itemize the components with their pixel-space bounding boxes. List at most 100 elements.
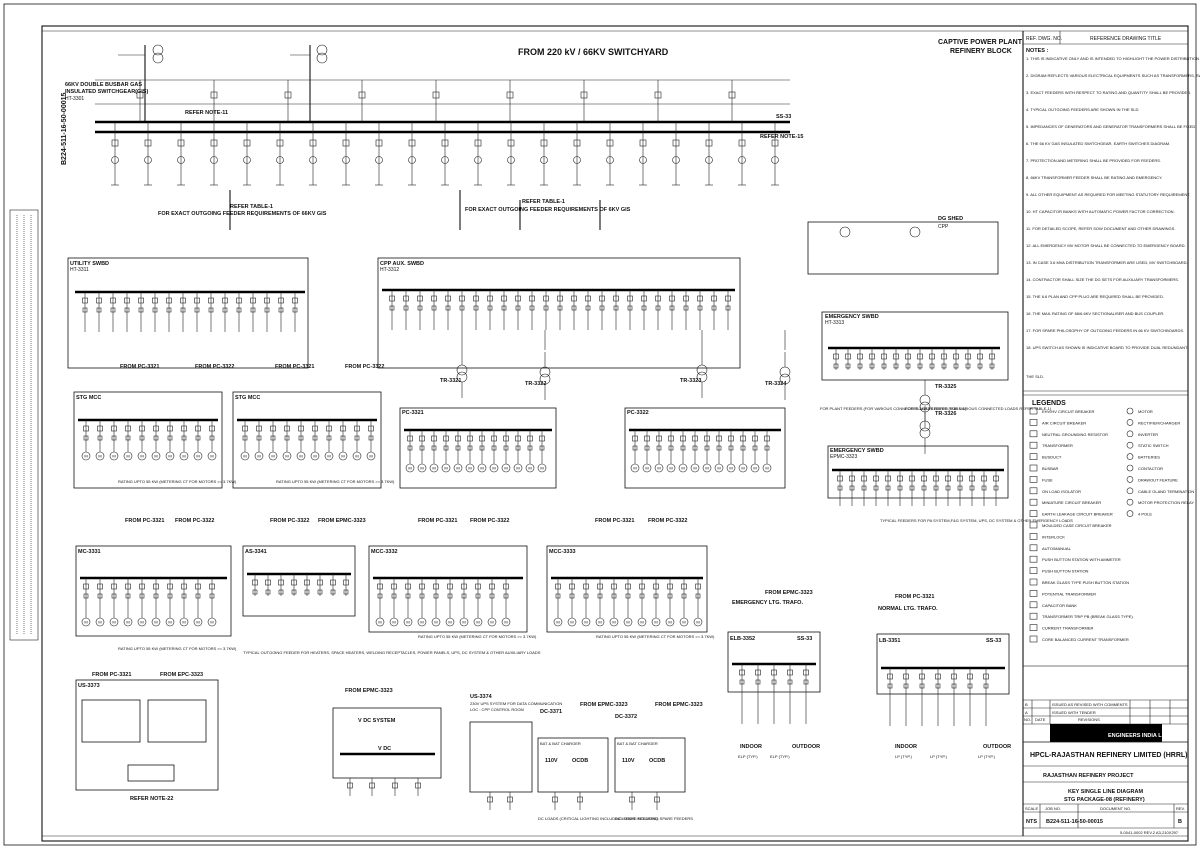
motor-icon <box>630 463 640 473</box>
contactor-symbol <box>503 593 509 599</box>
breaker-symbol <box>501 295 507 302</box>
breaker-symbol <box>403 295 409 302</box>
gis-ct-symbol <box>342 156 350 164</box>
contactor-symbol <box>897 485 903 491</box>
legend-item: ON LOAD ISOLATOR <box>1042 489 1081 494</box>
legend-symbol <box>1029 464 1038 472</box>
refer-table-1b-sub: FOR EXACT OUTGOING FEEDER REQUIREMENTS O… <box>465 207 631 213</box>
motor-icon <box>702 463 712 473</box>
contactor-symbol <box>632 445 638 451</box>
contactor-symbol <box>250 307 256 313</box>
contactor-symbol <box>139 435 145 441</box>
breaker-symbol <box>680 435 686 442</box>
drawing-title-1: KEY SINGLE LINE DIAGRAM <box>1068 789 1143 795</box>
motor-icon <box>338 451 348 461</box>
breaker-symbol <box>298 425 304 432</box>
gis-ct-symbol <box>375 156 383 164</box>
motor-icon <box>637 617 647 627</box>
gis-breaker-symbol <box>243 139 251 147</box>
breaker-symbol <box>711 295 717 302</box>
contactor-symbol <box>389 305 395 311</box>
typical-feeders-note: TYPICAL FEEDERS FOR PA SYSTEM,F&G SYSTEM… <box>880 518 1073 523</box>
block-title-1: CAPTIVE POWER PLANT <box>938 39 1023 46</box>
gis-label-1: 66KV DOUBLE BUSBAR GAS <box>65 82 142 88</box>
motor-icon <box>254 451 264 461</box>
gis-label-2: INSULATED SWITCHGEAR(GIS) <box>65 89 148 95</box>
contactor-symbol <box>885 485 891 491</box>
breaker-symbol <box>167 425 173 432</box>
breaker-symbol <box>857 353 863 360</box>
contactor-symbol <box>417 305 423 311</box>
legend-symbol <box>1126 487 1134 495</box>
contactor-symbol <box>153 593 159 599</box>
disclaimer-vertical <box>9 209 39 641</box>
motor-letter: M <box>196 620 199 625</box>
contactor-symbol <box>583 593 589 599</box>
breaker-symbol <box>704 435 710 442</box>
mcc3333-label: MCC-3333 <box>549 549 576 555</box>
motor-icon <box>137 617 147 627</box>
motor-icon <box>429 463 439 473</box>
cpp-aux-tag: HT-3312 <box>380 267 399 273</box>
gis-breaker-symbol <box>606 139 614 147</box>
breaker-symbol <box>264 297 270 304</box>
motor-letter: M <box>516 466 519 471</box>
contactor-symbol <box>967 683 973 689</box>
breaker-symbol <box>475 583 481 590</box>
contactor-symbol <box>740 445 746 451</box>
legend-symbol <box>1126 419 1134 426</box>
breaker-symbol <box>957 475 963 482</box>
breaker-symbol <box>487 295 493 302</box>
tr3321-label: TR-3321 <box>440 378 461 384</box>
breaker-symbol <box>557 295 563 302</box>
gis-breaker-symbol <box>144 139 152 147</box>
contactor-symbol <box>97 593 103 599</box>
motor-icon <box>405 463 415 473</box>
gis-upper-breaker <box>580 91 588 99</box>
breaker-symbol <box>653 583 659 590</box>
gis-breaker-symbol <box>276 139 284 147</box>
gis-ct-symbol <box>672 156 680 164</box>
motor-icon <box>750 463 760 473</box>
bottom-dc-drops <box>347 778 660 810</box>
contactor-symbol <box>692 445 698 451</box>
breaker-symbol <box>887 673 893 680</box>
contactor-symbol <box>957 485 963 491</box>
breaker-symbol <box>389 295 395 302</box>
breaker-symbol <box>153 583 159 590</box>
note-item: 1. THIS IS INDICATIVE ONLY AND IS INTEND… <box>1026 56 1200 61</box>
motor-letter: M <box>210 620 213 625</box>
legend-item: AIR CIRCUIT BREAKER <box>1042 420 1086 425</box>
contactor-symbol <box>881 363 887 369</box>
lb3351-drops <box>887 668 989 726</box>
legend-symbol <box>1029 635 1038 643</box>
breaker-symbol <box>125 583 131 590</box>
motor-icon <box>165 617 175 627</box>
dc-loads-2: DC LOADS INCLUDING SPARE FEEDERS <box>615 816 693 821</box>
breaker-symbol <box>929 353 935 360</box>
rev-a-no: A <box>1025 710 1028 715</box>
contactor-symbol <box>167 593 173 599</box>
contactor-symbol <box>680 445 686 451</box>
breaker-symbol <box>340 425 346 432</box>
contactor-symbol <box>669 305 675 311</box>
motor-letter: M <box>717 466 720 471</box>
lb-lp-3: LP (TYP.) <box>978 754 996 759</box>
motor-letter: M <box>480 466 483 471</box>
contactor-symbol <box>503 445 509 451</box>
motor-icon <box>137 451 147 461</box>
breaker-symbol <box>317 579 323 586</box>
contactor-symbol <box>893 363 899 369</box>
breaker-symbol <box>209 425 215 432</box>
breaker-symbol <box>265 579 271 586</box>
motor-icon <box>445 617 455 627</box>
note-item: 9. ALL OTHER EQUIPMENT AS REQUIRED FOR M… <box>1026 192 1190 197</box>
elb3352-drops <box>739 664 809 724</box>
breaker-symbol <box>993 475 999 482</box>
gis-ct-symbol <box>474 156 482 164</box>
rev-col-no: NO. <box>1024 717 1031 722</box>
motor-letter: M <box>327 454 330 459</box>
rev-label: REV. <box>1176 806 1185 811</box>
breaker-symbol <box>515 295 521 302</box>
